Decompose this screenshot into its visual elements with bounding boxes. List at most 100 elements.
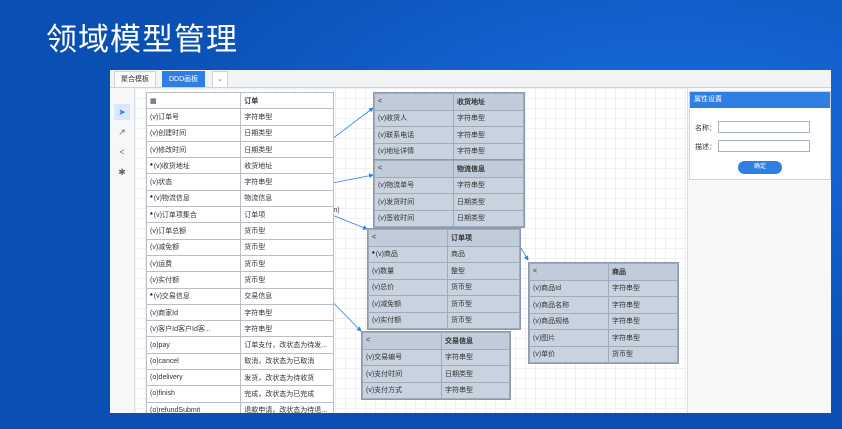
table-row[interactable]: (v)订单总额货币型 [145,222,334,240]
attribute-name-text: (v)收货人 [378,115,408,123]
attribute-name: (v)地址详情 [374,142,454,160]
attribute-name: (o)pay [145,336,242,354]
table-row[interactable]: (v)减免额货币型 [368,295,520,313]
entity-header: <订单项 [368,229,520,247]
attribute-name-text: (v)状态 [150,179,173,187]
slide-title: 领域模型管理 [46,22,238,58]
table-row[interactable]: (v)地址详情 字符串型 [374,142,524,160]
table-row[interactable]: (v)支付时间 日期类型 [362,365,510,383]
attribute-name-text: (v)实付额 [150,276,180,284]
share-node-icon: < [374,160,454,178]
share-node-icon[interactable]: < [119,147,125,157]
attribute-type: 整型 [447,262,520,280]
attribute-name: (v)总价 [368,278,448,296]
pointer-icon[interactable]: ➤ [114,104,130,120]
name-field[interactable] [718,121,810,133]
table-row[interactable]: (v)单价货币型 [529,345,678,363]
properties-header: 属性设置 [690,92,830,108]
table-row[interactable]: *(v)订单项集合订单项 [145,206,334,224]
attribute-name-text: (v)创建时间 [150,130,187,138]
attribute-name-text: (v)订单总额 [150,228,187,236]
attribute-name-text: (v)修改时间 [150,146,187,154]
entity-logistics-info[interactable]: <物流信息(v)物流单号字符串型(v)发货时间日期类型(v)签收时间日期类型 [373,159,525,228]
table-row[interactable]: (v)修改时间日期类型 [145,140,334,159]
table-row[interactable]: (v)物流单号字符串型 [374,176,524,194]
attribute-name: (v)联系电话 [374,126,454,144]
attribute-name-text: (v)实付额 [372,317,402,325]
attribute-type: 货币型 [447,278,520,296]
attribute-name-text: (v)收货地址 [153,162,190,170]
table-row[interactable]: (v)客户Id客户Id客... 字符串型 [145,320,334,338]
attribute-name: (v)发货时间 [374,193,454,211]
table-row[interactable]: *(v)交易信息交易信息 [145,287,334,305]
tab-ddd-canvas[interactable]: DDD画板 [162,71,206,87]
attribute-type: 字符串型 [453,142,524,160]
attribute-name: (v)减免额 [368,295,448,313]
puzzle-icon[interactable]: ✱ [118,167,126,177]
attribute-name: (v)客户Id客户Id客... [145,320,242,338]
table-row[interactable]: *(v)物流信息物流信息 [145,189,334,208]
attribute-type: 字符串型 [441,381,510,399]
attribute-type: 取消，改状态为已取消 [240,352,334,371]
table-row[interactable]: (v)支付方式字符串型 [362,381,510,399]
diagram-canvas[interactable]: (n) ▦ 订单 (v)订单号字符串型(v)创建时间日期类型(v)修改时间日期类… [135,88,686,413]
entity-header: <商品 [529,263,678,281]
reference-mark: * [372,251,375,259]
table-row[interactable]: (v)状态字符串型 [145,173,334,191]
table-row[interactable]: (v)交易编号字符串型 [362,348,510,366]
attribute-type: 字符串型 [240,320,334,338]
table-row[interactable]: (v)图片字符串型 [529,329,678,347]
attribute-name-text: (v)运费 [150,260,173,268]
entity-transaction-info[interactable]: <交易信息(v)交易编号字符串型(v)支付时间日期类型(v)支付方式字符串型 [361,331,511,400]
description-field[interactable] [718,140,810,152]
table-row[interactable]: (v)商品名称字符串型 [529,296,678,314]
table-row[interactable]: (v)实付额货币型 [368,311,520,329]
table-row[interactable]: (v)订单号字符串型 [145,108,334,126]
attribute-type: 字符串型 [608,329,678,347]
entity-shipping-address[interactable]: <收货地址(v)收货人字符串型(v)联系电话字符串型(v)地址详情字符串型 [373,92,525,161]
attribute-name-text: (v)支付时间 [366,370,403,378]
attribute-name-text: (v)地址详情 [378,148,415,156]
grid-icon: ▦ [145,91,242,110]
table-row[interactable]: (v)数量整型 [368,262,520,280]
confirm-button[interactable]: 确定 [738,161,782,174]
table-row[interactable]: (v)签收时间日期类型 [374,209,524,227]
attribute-name-text: (v)商品名称 [533,301,570,309]
attribute-type: 日期类型 [441,365,510,383]
attribute-name-text: (v)交易编号 [366,354,403,362]
table-row[interactable]: (v)收货人字符串型 [374,109,524,127]
table-row[interactable]: (v)减免额货币型 [145,238,334,256]
table-row[interactable]: (v)商品规格 字符串型 [529,312,678,330]
attribute-name-text: (v)商品规格 [533,318,570,326]
entity-order[interactable]: ▦ 订单 (v)订单号字符串型(v)创建时间日期类型(v)修改时间日期类型*(v… [145,91,334,413]
link-orderitem-product [520,247,529,261]
attribute-name-text: (v)客户Id客户Id客... [150,325,211,333]
table-row[interactable]: *(v)收货地址收货地址 [145,157,334,175]
chevron-down-icon[interactable]: ⌄ [212,71,228,88]
table-row[interactable]: (v)发货时间日期类型 [374,193,524,211]
line-arrow-icon[interactable]: ↗ [118,127,126,137]
attribute-name: (v)数量 [368,262,448,280]
tab-aggregate-template[interactable]: 聚合模板 [114,71,156,87]
attribute-name-text: (v)单价 [533,351,556,359]
reference-mark: * [150,195,153,203]
table-row[interactable]: (v)创建时间日期类型 [145,124,334,142]
entity-header: <物流信息 [374,160,524,178]
table-row[interactable]: (v)实付额 货币型 [145,271,334,289]
attribute-type: 字符串型 [608,312,678,330]
table-row[interactable]: (v)总价货币型 [368,278,520,296]
entity-order-item[interactable]: <订单项*(v)商品商品(v)数量整型(v)总价货币型(v)减免额货币型(v)实… [367,228,521,330]
table-row[interactable]: *(v)商品商品 [368,245,520,263]
table-row[interactable]: (v)联系电话字符串型 [374,126,524,144]
attribute-type: 货币型 [240,271,334,289]
table-row[interactable]: (v)运费货币型 [145,254,334,273]
attribute-type: 物流信息 [240,189,334,208]
